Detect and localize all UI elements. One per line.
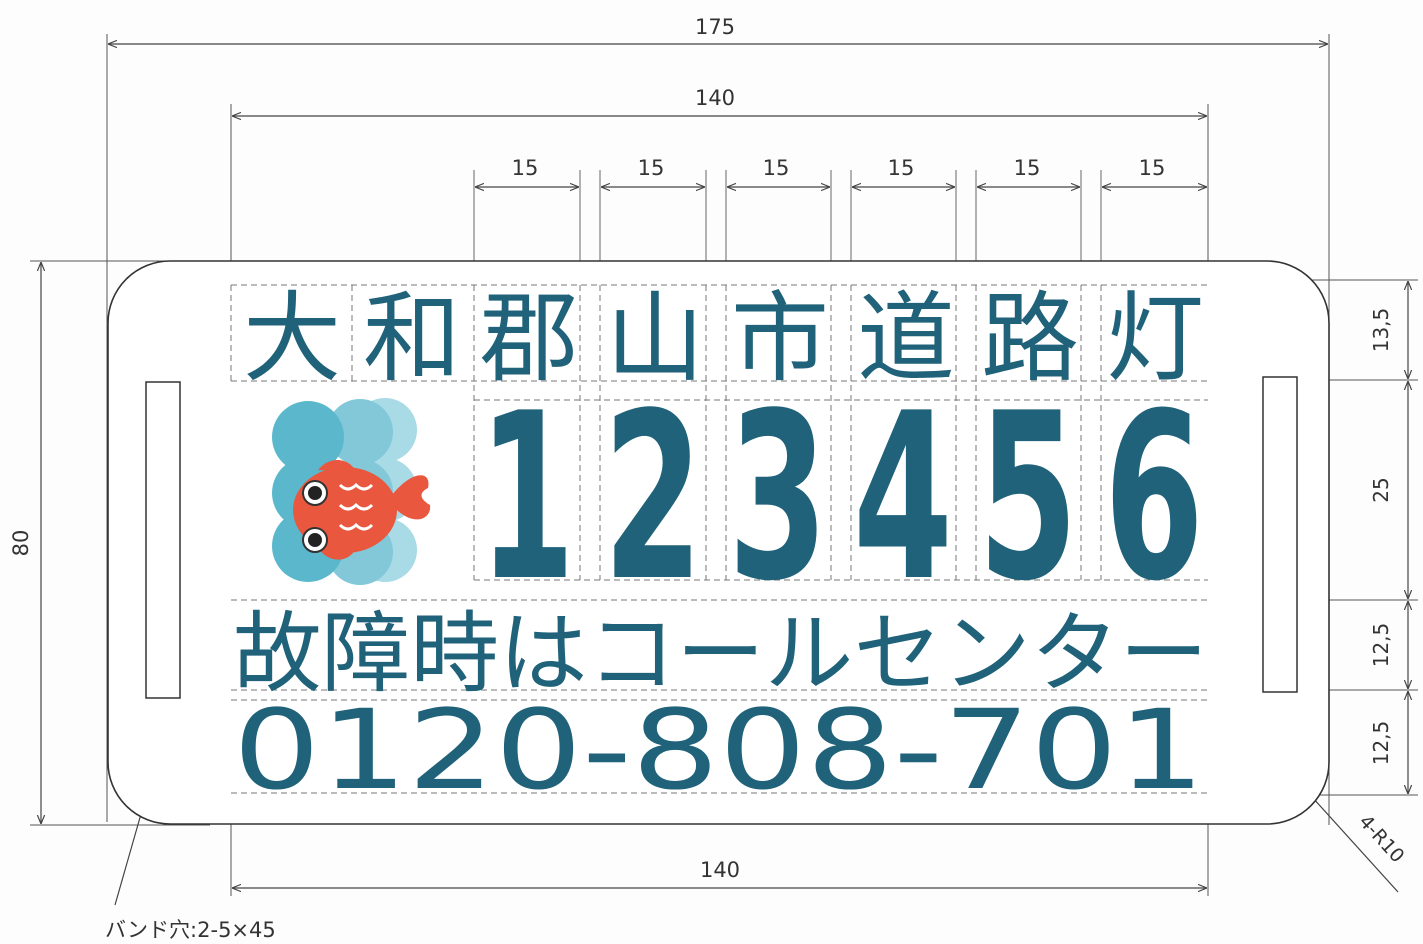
layout-guides [230,284,1208,794]
plate-char: 道 [857,282,955,396]
dim-row-height: 12,5 [1369,623,1393,668]
dim-overall-width: 175 [695,15,735,39]
dim-cell: 15 [763,156,790,180]
dim-text-width-bottom: 140 [700,858,740,882]
plate-char: 灯 [1106,282,1204,396]
plate-digit: 2 [603,365,703,632]
plate-line1: 大 和 郡 山 市 道 路 灯 [243,282,1204,396]
dim-text-width-top: 140 [695,86,735,110]
plate-number: 1 2 3 4 5 6 [479,365,1204,632]
plate-phone: 0120-808-701 [233,686,1205,814]
band-hole-right [1262,376,1298,693]
band-hole-label: バンド穴:2-5×45 [105,918,276,942]
plate-line3: 故障時はコールセンター [233,602,1208,705]
plate-char: 山 [606,282,704,396]
dimension-labels: 175 140 15 15 15 15 15 15 140 80 13,5 25… [9,15,1408,942]
corner-radius-label: 4-R10 [1354,811,1408,868]
plate-char: 大 [243,282,341,396]
dim-row-height: 13,5 [1369,308,1393,353]
plate-digit: 6 [1104,365,1204,632]
dim-cell: 15 [888,156,915,180]
goldfish-logo [272,398,431,585]
plate-char: 路 [981,282,1079,396]
dim-cell: 15 [1014,156,1041,180]
plate-char: 郡 [480,282,578,396]
plate-digit: 5 [978,365,1078,632]
plate-char: 和 [363,282,461,396]
dim-cell: 15 [1139,156,1166,180]
plate-digit: 1 [479,365,575,632]
dim-cell: 15 [638,156,665,180]
plate-char: 市 [731,282,829,396]
plate-digit: 3 [728,365,828,632]
dim-row-height: 25 [1369,477,1393,502]
dim-height: 80 [9,530,33,557]
band-hole-left [145,381,181,699]
dim-row-height: 12,5 [1369,721,1393,766]
plate-outline [107,260,1330,825]
plate-digit: 4 [853,365,953,632]
dim-cell: 15 [512,156,539,180]
